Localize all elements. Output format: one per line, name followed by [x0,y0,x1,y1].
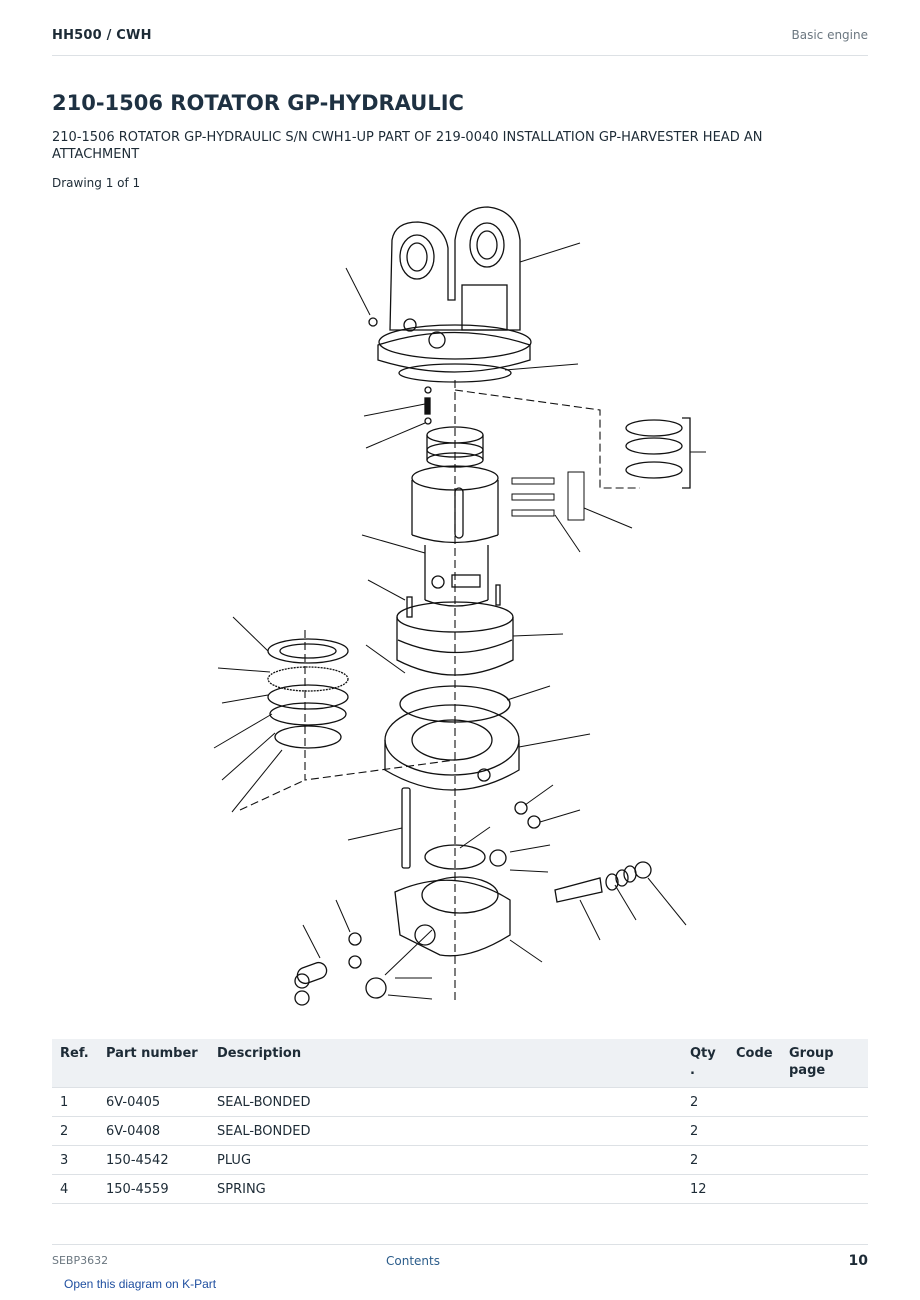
cell-part-number: 6V-0408 [98,1116,209,1146]
header-group-line1: Group [789,1046,834,1061]
cell-description: SEAL-BONDED [209,1116,682,1146]
contents-link[interactable]: Contents [386,1254,440,1268]
cell-code [728,1174,781,1204]
cell-qty: 12 [682,1174,728,1204]
cell-ref: 3 [52,1145,98,1175]
page-header: HH500 / CWH Basic engine [52,28,868,56]
cell-description: SEAL-BONDED [209,1087,682,1117]
cell-qty: 2 [682,1087,728,1117]
header-qty: Qty. [682,1039,728,1088]
cell-code [728,1145,781,1175]
o-ring-top [398,363,512,383]
table-row: 1 6V-0405 SEAL-BONDED 2 [52,1087,868,1117]
cell-ref: 1 [52,1087,98,1117]
cell-qty: 2 [682,1116,728,1146]
page-title: 210-1506 ROTATOR GP-HYDRAULIC [52,91,464,115]
spring-set [511,471,585,521]
cell-ref: 2 [52,1116,98,1146]
cell-ref: 4 [52,1174,98,1204]
assembly-lines [239,380,640,1000]
cell-description: SPRING [209,1174,682,1204]
header-qty-line2: . [690,1063,695,1078]
kpart-link[interactable]: Open this diagram on K-Part [64,1277,217,1291]
document-id: SEBP3632 [52,1254,109,1267]
seal-stack-right [625,417,691,489]
page-number: 10 [848,1253,868,1269]
table-row: 4 150-4559 SPRING 12 [52,1174,868,1204]
cell-code [728,1087,781,1117]
header-qty-line1: Qty [690,1046,716,1061]
table-row: 3 150-4542 PLUG 2 [52,1145,868,1175]
cell-group-page [781,1116,868,1146]
cell-part-number: 150-4559 [98,1174,209,1204]
section-label: Basic engine [791,28,868,42]
cell-group-page [781,1174,868,1204]
cell-qty: 2 [682,1145,728,1175]
cell-group-page [781,1145,868,1175]
cell-group-page [781,1087,868,1117]
table-row: 2 6V-0408 SEAL-BONDED 2 [52,1116,868,1146]
table-header-row: Ref. Part number Description Qty. Code G… [52,1039,868,1088]
clevis-bracket [368,206,532,373]
bearing-ring [384,704,520,791]
header-code: Code [728,1039,781,1088]
base-plate [394,844,511,957]
drawing-label: Drawing 1 of 1 [52,176,141,190]
leader-lines [213,242,706,1000]
header-group-page: Group page [781,1039,868,1088]
check-valve [554,861,652,903]
parts-table: Ref. Part number Description Qty. Code G… [52,1039,868,1204]
header-group-line2: page [789,1063,826,1078]
cell-code [728,1116,781,1146]
header-description: Description [209,1039,682,1088]
washer-stack-left [267,638,349,749]
page-subtitle: 210-1506 ROTATOR GP-HYDRAULIC S/N CWH1-U… [52,130,763,162]
header-part-number: Part number [98,1039,209,1088]
pin-small [424,397,431,415]
cell-part-number: 150-4542 [98,1145,209,1175]
cell-part-number: 6V-0405 [98,1087,209,1117]
fittings-left [294,932,387,1006]
header-ref: Ref. [52,1039,98,1088]
page-footer: SEBP3632 Contents 10 [52,1244,868,1269]
model-label: HH500 / CWH [52,28,152,43]
exploded-parts-diagram [213,206,706,1006]
cell-description: PLUG [209,1145,682,1175]
long-bolt [401,787,411,869]
